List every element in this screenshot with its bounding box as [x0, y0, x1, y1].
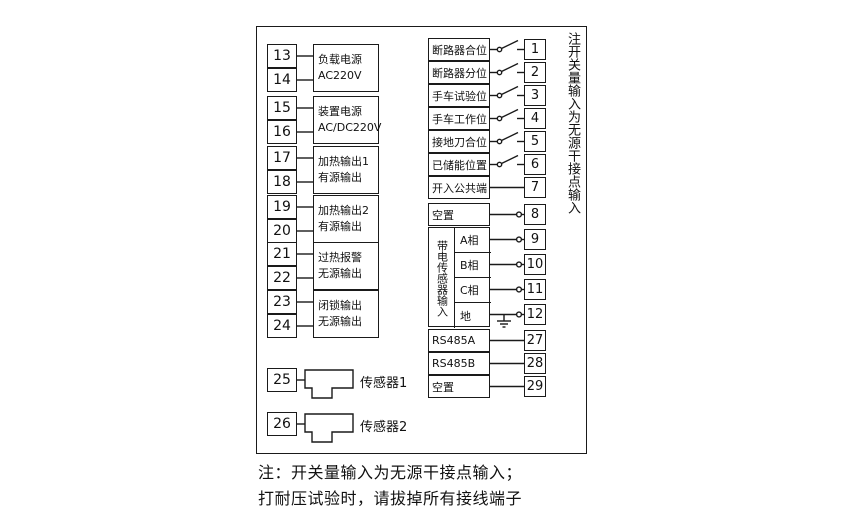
terminal-11: 11 — [524, 279, 546, 300]
terminal-15: 15 — [267, 96, 297, 120]
label-lockout-output: 闭锁输出 无源输出 — [313, 290, 379, 338]
panel-outline — [256, 26, 587, 454]
terminal-27: 27 — [524, 330, 546, 351]
sensor2-label: 传感器2 — [360, 420, 408, 435]
label-phase-c: C相 — [455, 278, 491, 303]
bottom-note-line1: 注：开关量输入为无源干接点输入； — [258, 463, 523, 482]
label-line: 加热输出1 — [318, 155, 369, 168]
bottom-note-line2: 打耐压试验时，请拔掉所有接线端子 — [258, 489, 523, 508]
terminal-3: 3 — [524, 85, 546, 106]
label-line: 过热报警 — [318, 251, 362, 264]
label-ground-switch-closed: 接地刀合位 — [428, 130, 490, 153]
sensor1-connector-shape — [304, 369, 354, 399]
sensor2-connector-shape — [304, 413, 354, 443]
label-line: 有源输出 — [318, 220, 362, 233]
terminal-6: 6 — [524, 154, 546, 175]
terminal-13: 13 — [267, 44, 297, 68]
terminal-14: 14 — [267, 68, 297, 92]
side-note: 注开关量输入为无源干接点输入 — [565, 32, 580, 214]
label-energy-stored: 已储能位置 — [428, 153, 490, 176]
label-handcart-test: 手车试验位 — [428, 84, 490, 107]
terminal-2: 2 — [524, 62, 546, 83]
label-heater-output-2: 加热输出2 有源输出 — [313, 195, 379, 243]
terminal-5: 5 — [524, 131, 546, 152]
terminal-16: 16 — [267, 120, 297, 144]
label-ground: 地 — [460, 309, 471, 323]
label-spare-8: 空置 — [428, 203, 490, 226]
label-rs485a: RS485A — [428, 329, 490, 352]
terminal-19: 19 — [267, 195, 297, 219]
label-handcart-work: 手车工作位 — [428, 107, 490, 130]
terminal-25: 25 — [267, 368, 297, 392]
label-line: 带电传感器输入 — [435, 239, 449, 317]
label-phase-b: B相 — [455, 253, 491, 278]
live-sensor-input-group: 带电传感器输入 A相 B相 C相 地 — [428, 227, 491, 328]
label-line: 无源输出 — [318, 315, 362, 328]
label-overheat-alarm: 过热报警 无源输出 — [313, 242, 379, 290]
terminal-17: 17 — [267, 146, 297, 170]
sensor1-label: 传感器1 — [360, 376, 408, 391]
terminal-4: 4 — [524, 108, 546, 129]
terminal-20: 20 — [267, 219, 297, 243]
terminal-7: 7 — [524, 177, 546, 198]
label-rs485b: RS485B — [428, 352, 490, 375]
label-phase-a: A相 — [455, 228, 491, 253]
label-breaker-closed: 断路器合位 — [428, 38, 490, 61]
label-line: AC220V — [318, 69, 362, 82]
label-spare-29: 空置 — [428, 375, 490, 398]
label-load-power: 负载电源 AC220V — [313, 44, 379, 92]
terminal-9: 9 — [524, 229, 546, 250]
label-line: 装置电源 — [318, 105, 362, 118]
label-line: AC/DC220V — [318, 121, 382, 134]
terminal-23: 23 — [267, 290, 297, 314]
label-device-power: 装置电源 AC/DC220V — [313, 96, 382, 144]
terminal-18: 18 — [267, 170, 297, 194]
terminal-29: 29 — [524, 376, 546, 397]
terminal-22: 22 — [267, 266, 297, 290]
terminal-1: 1 — [524, 39, 546, 60]
ground-icon — [497, 314, 511, 328]
label-line: 负载电源 — [318, 53, 362, 66]
terminal-26: 26 — [267, 412, 297, 436]
label-line: 闭锁输出 — [318, 299, 362, 312]
label-heater-output-1: 加热输出1 有源输出 — [313, 146, 379, 194]
terminal-28: 28 — [524, 353, 546, 374]
terminal-8: 8 — [524, 204, 546, 225]
terminal-10: 10 — [524, 254, 546, 275]
label-line: 无源输出 — [318, 267, 362, 280]
terminal-21: 21 — [267, 242, 297, 266]
terminal-24: 24 — [267, 314, 297, 338]
label-breaker-open: 断路器分位 — [428, 61, 490, 84]
label-input-common: 开入公共端 — [428, 176, 490, 199]
label-line: 加热输出2 — [318, 204, 369, 217]
label-line: 有源输出 — [318, 171, 362, 184]
live-sensor-input-label: 带电传感器输入 — [429, 228, 455, 328]
terminal-12: 12 — [524, 304, 546, 325]
